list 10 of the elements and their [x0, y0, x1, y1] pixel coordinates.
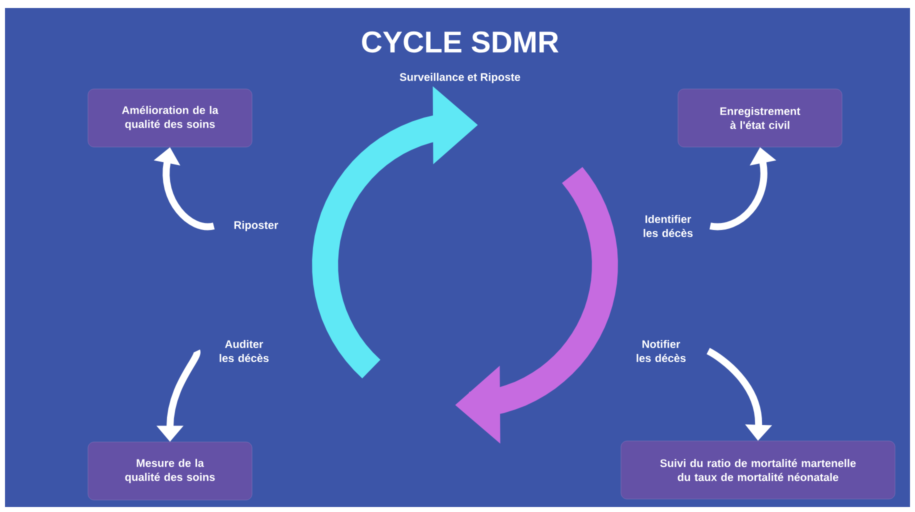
subtitle: Surveillance et Riposte: [400, 72, 520, 84]
step-label: Riposter: [234, 220, 278, 232]
process-box: Enregistrement à l'état civil: [678, 88, 842, 148]
process-box: Amélioration de la qualité des soins: [88, 88, 252, 148]
process-box: Suivi du ratio de mortalité martenelle du taux de mortalité néonatale: [620, 440, 896, 500]
step-label: Auditer les décès: [220, 340, 269, 362]
title: CYCLE SDMR: [362, 31, 559, 53]
step-label: Identifier les décès: [644, 214, 693, 238]
step-label: Notifier les décès: [636, 340, 686, 362]
process-box: Mesure de la qualité des soins: [88, 442, 252, 500]
